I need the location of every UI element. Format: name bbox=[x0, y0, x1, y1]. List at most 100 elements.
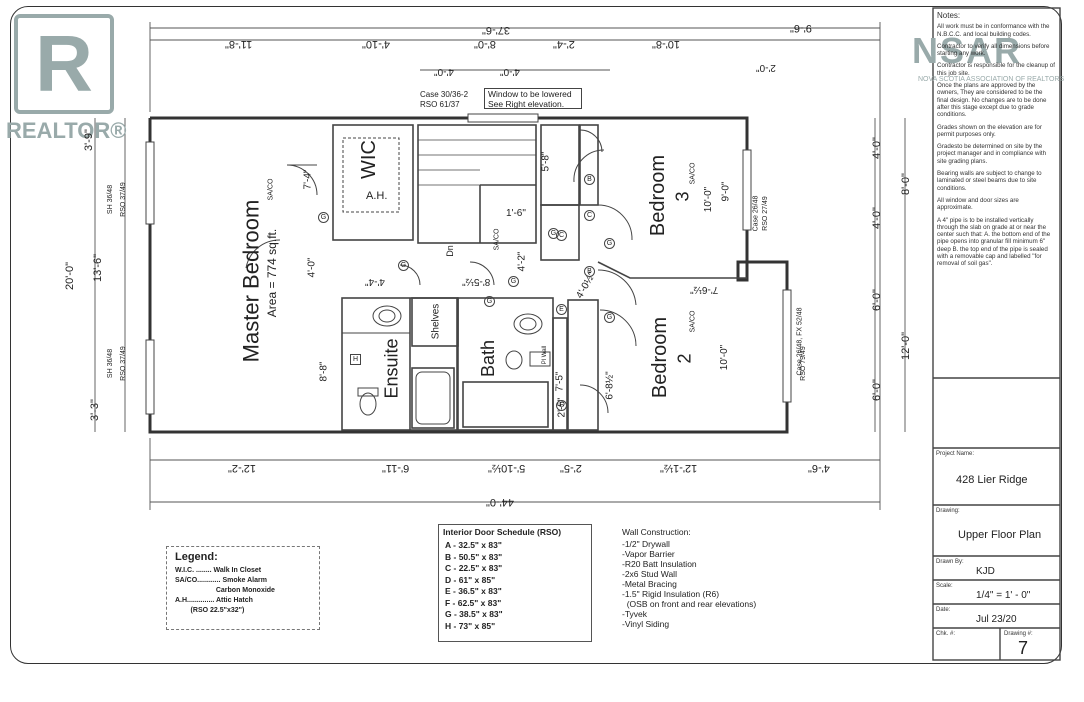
room-label-bedroom3: Bedroom bbox=[647, 154, 670, 237]
door-tag: C bbox=[556, 230, 567, 241]
nsar-watermark-text: NSAR bbox=[912, 30, 1023, 71]
dim-top-2: 4'-10" bbox=[362, 38, 391, 50]
drawing-title: Upper Floor Plan bbox=[958, 529, 1042, 541]
legend-row: A.H.............. Attic Hatch bbox=[175, 597, 253, 604]
note-item: Once the plans are approved by the owner… bbox=[937, 82, 1047, 119]
wall-layer: -1/2" Drywall bbox=[622, 539, 670, 549]
door-tag: G bbox=[318, 212, 329, 223]
dim-right-5: 12'-0" bbox=[900, 331, 913, 361]
room-label-shelves: Shelves bbox=[430, 303, 442, 340]
door-schedule-row: A - 32.5" x 83" bbox=[445, 540, 502, 550]
dim-int-bath-closet: 7'-5" bbox=[554, 371, 566, 392]
door-schedule-row: B - 50.5" x 83" bbox=[445, 551, 503, 562]
dim-int-bed2-2: 10'-0" bbox=[719, 344, 731, 371]
door-tag: H bbox=[350, 354, 361, 365]
dim-bottom-5: 12'-1½" bbox=[660, 462, 698, 474]
door-schedule-title: Interior Door Schedule (RSO) bbox=[443, 527, 562, 537]
window-note-sh-top-1: SH 36/48 bbox=[107, 184, 115, 215]
door-schedule: Interior Door Schedule (RSO) A - 32.5" x… bbox=[438, 524, 592, 642]
note-item: Bearing walls are subject to change to l… bbox=[937, 170, 1042, 192]
realtor-logo: R bbox=[14, 14, 114, 114]
scale-label: Scale: bbox=[936, 583, 953, 589]
note-item: All window and door sizes are approximat… bbox=[937, 196, 1019, 212]
note-item: Contractor to verify all dimensions befo… bbox=[937, 42, 1050, 58]
door-schedule-row: G - 38.5" x 83" bbox=[445, 609, 503, 619]
dim-top-4: 2'-4" bbox=[553, 38, 575, 50]
room-label-ensuite: Ensuite bbox=[381, 338, 402, 399]
check-label: Chk. #: bbox=[936, 631, 956, 637]
door-tag: G bbox=[398, 260, 409, 271]
room-label-bedroom3-num: 3 bbox=[672, 191, 693, 202]
wall-layer: -R20 Batt Insulation bbox=[622, 559, 697, 569]
note-item: All work must be in conformance with the… bbox=[937, 23, 1050, 38]
room-area-master: Area = 774 sq.ft. bbox=[265, 228, 280, 318]
window-lowered-line1: Window to be lowered bbox=[488, 89, 572, 99]
dim-int-hall-1: 8'-5½" bbox=[462, 276, 491, 287]
dim-left-3: 13'-6" bbox=[92, 253, 105, 283]
drawing-number: 7 bbox=[1018, 638, 1029, 658]
stair-down-label: Dn bbox=[444, 245, 455, 257]
realtor-watermark-text: REALTOR® bbox=[6, 118, 127, 143]
door-tag: E bbox=[556, 400, 567, 411]
dim-top-1: 11'-8" bbox=[225, 38, 253, 50]
dim-top-8: 4'-0" bbox=[500, 66, 520, 77]
legend-row: W.I.C. ........ Walk In Closet bbox=[175, 567, 262, 574]
dim-right-3: 4'-0" bbox=[870, 207, 883, 229]
drawn-by: KJD bbox=[976, 566, 995, 577]
plumbing-wall-label: Pl Wall bbox=[542, 345, 549, 365]
dim-int-hall-3: 1'-6" bbox=[506, 208, 526, 219]
door-tag: B bbox=[584, 266, 595, 277]
room-label-bedroom2: Bedroom bbox=[649, 316, 672, 399]
dim-right-2: 8'-0" bbox=[899, 173, 912, 195]
dim-int-bed3-2: 9'-0" bbox=[720, 181, 732, 202]
dim-top-7: 4'-0" bbox=[434, 66, 454, 77]
wall-layer: -Tyvek bbox=[622, 609, 648, 619]
room-label-bedroom2-num: 2 bbox=[674, 353, 695, 364]
wall-layer: -Vapor Barrier bbox=[622, 549, 675, 559]
date-value: Jul 23/20 bbox=[976, 614, 1017, 625]
dim-bottom-6: 4'-6" bbox=[808, 462, 830, 474]
scale-value: 1/4" = 1' - 0" bbox=[976, 590, 1031, 601]
window-note-rso61: RSO 61/37 bbox=[420, 100, 460, 109]
door-schedule-row: D - 61" x 85" bbox=[445, 574, 496, 585]
legend-row: Carbon Monoxide bbox=[175, 587, 275, 594]
note-item: A 4" pipe is to be installed vertically … bbox=[937, 216, 1051, 268]
general-notes: Notes: All work must be in conformance w… bbox=[937, 11, 1055, 273]
wall-layer: -Vinyl Siding bbox=[622, 619, 670, 629]
door-tag: G bbox=[604, 238, 615, 249]
dim-bottom-4: 2'-5" bbox=[560, 462, 582, 474]
room-label-bath: Bath bbox=[478, 339, 499, 378]
window-note-sh-top-2: RSO 37/49 bbox=[119, 182, 127, 217]
door-schedule-row: E - 36.5" x 83" bbox=[445, 586, 502, 596]
dim-left-1: 3'-9" bbox=[82, 129, 95, 151]
wall-layer: -Metal Bracing bbox=[622, 579, 677, 589]
door-tag: E bbox=[556, 304, 567, 315]
door-swings bbox=[245, 129, 637, 414]
dim-bottom-3: 5'-10½" bbox=[488, 462, 526, 474]
drawing-sheet bbox=[10, 6, 1062, 664]
interior-walls bbox=[332, 124, 747, 431]
dim-right-1: 4'-0" bbox=[870, 137, 883, 159]
window-lowered-line2: See Right elevation. bbox=[488, 99, 565, 109]
dim-int-wic-door: 7'-4" bbox=[302, 169, 314, 190]
window-note-case30: Case 30/36-2 bbox=[420, 90, 469, 99]
window-note-sh-bot-2: RSO 37/49 bbox=[119, 346, 127, 381]
dim-int-closet: 5'-8" bbox=[540, 151, 552, 172]
note-item: Contractor is responsible for the cleanu… bbox=[937, 62, 1055, 77]
window-note-rso27: RSO 27/49 bbox=[761, 196, 769, 231]
windows bbox=[145, 113, 792, 415]
dim-int-master-1: 4'-0" bbox=[306, 257, 318, 278]
dim-left-4: 3'-3" bbox=[88, 399, 101, 421]
door-tag: G bbox=[604, 312, 615, 323]
legend-box: Legend: W.I.C. ........ Walk In Closet S… bbox=[166, 546, 320, 630]
dim-top-3: 8'-0" bbox=[474, 38, 496, 50]
dim-right-4: 6'-0" bbox=[870, 289, 883, 311]
drawing-label: Drawing: bbox=[936, 508, 960, 514]
dim-bottom-2: 6'-11" bbox=[382, 462, 410, 474]
dim-int-bed3-1: 10'-0" bbox=[703, 186, 715, 213]
wall-construction: Wall Construction: -1/2" Drywall -Vapor … bbox=[622, 527, 822, 629]
door-tag: G bbox=[508, 276, 519, 287]
dim-int-hall-2: 4'-2" bbox=[516, 251, 528, 272]
project-name-label: Project Name: bbox=[936, 451, 975, 457]
